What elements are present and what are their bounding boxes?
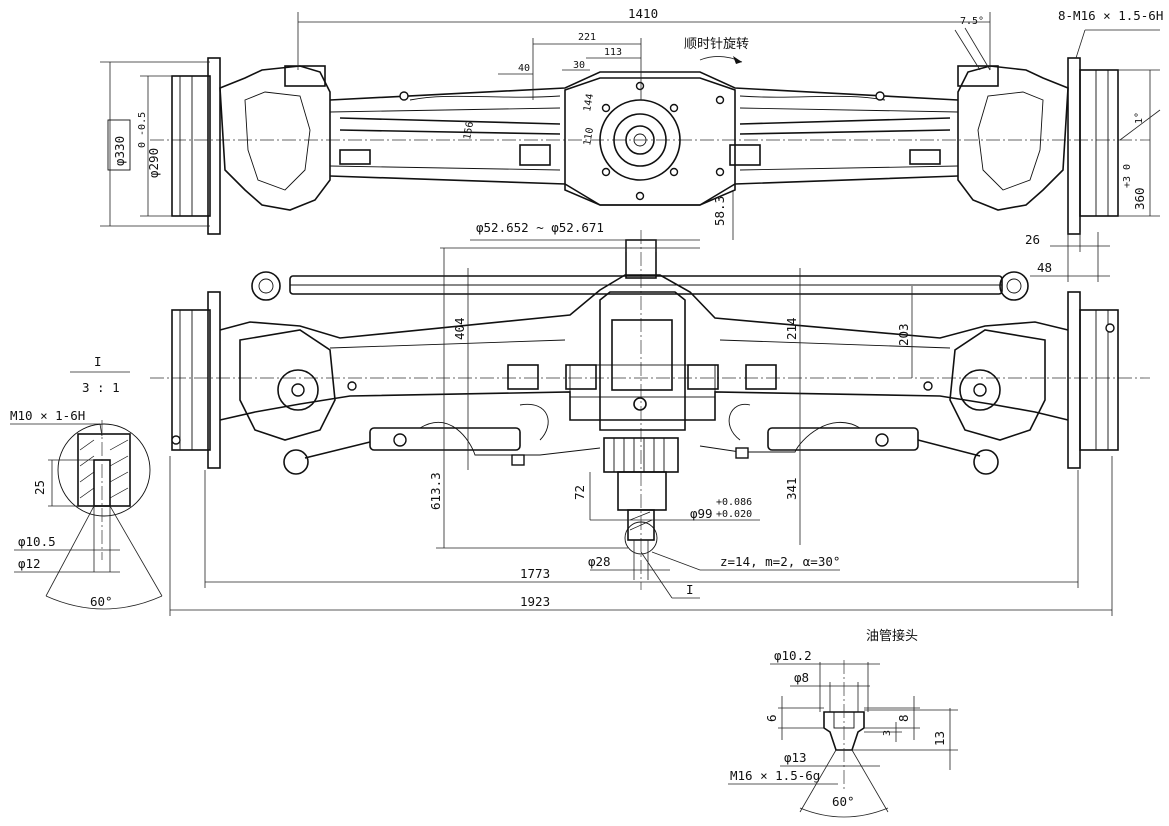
detail-dia-10-5: φ10.5: [18, 534, 56, 549]
fitting-dim-8: 8: [896, 714, 911, 722]
tol-99-upper: +0.086: [716, 497, 752, 508]
tol-dia-290: 0 -0.5: [137, 112, 148, 148]
detail-thread: M10 × 1-6H: [10, 408, 85, 423]
dim-1410: 1410: [628, 6, 658, 21]
dim-203: 203: [896, 323, 911, 346]
dim-58-3: 58.3: [712, 196, 727, 226]
tol-360: +3 0: [1122, 164, 1133, 188]
dim-214: 214: [784, 317, 799, 340]
dim-110: 110: [582, 127, 596, 147]
dim-40: 40: [518, 63, 530, 74]
fitting-angle: 60°: [832, 794, 855, 809]
dim-dia-99: φ99: [690, 506, 713, 521]
fitting-dim-13: 13: [932, 731, 947, 746]
detail-angle: 60°: [90, 594, 113, 609]
dim-1923: 1923: [520, 594, 550, 609]
dim-72: 72: [572, 485, 587, 500]
detail-label: I: [94, 354, 102, 369]
dim-48: 48: [1037, 260, 1052, 275]
dim-341: 341: [784, 477, 799, 500]
dim-angle-7-5: 7.5°: [960, 16, 984, 27]
top-view: 1410 221 113 40 30 156 144 110 顺时针旋转 7.5…: [100, 6, 1163, 282]
gear-spec: z=14, m=2, α=30°: [720, 554, 840, 569]
tol-99-lower: +0.020: [716, 509, 752, 520]
dim-144: 144: [582, 93, 596, 113]
bolt-spec: 8-M16 × 1.5-6H: [1058, 8, 1163, 23]
dim-156: 156: [462, 121, 476, 141]
fitting-title: 油管接头: [866, 628, 918, 644]
fitting-dim-6: 6: [764, 714, 779, 722]
detail-I: I 3 : 1 M10 × 1-6H 25 φ10.5 φ12 60°: [10, 354, 163, 610]
fitting-dia-8: φ8: [794, 670, 809, 685]
ref-I-marker: I: [686, 582, 694, 597]
dim-1-deg: 1°: [1134, 112, 1145, 124]
dim-shaft-dia: φ52.652 ~ φ52.671: [476, 220, 604, 235]
dim-113: 113: [604, 47, 622, 58]
rotation-note: 顺时针旋转: [684, 37, 749, 52]
dim-26: 26: [1025, 232, 1040, 247]
dim-dia-330: φ330: [112, 136, 127, 166]
fitting-dia-10-2: φ10.2: [774, 648, 812, 663]
front-view: φ52.652 ~ φ52.671 404 613.3 214 341 203 …: [150, 220, 1150, 616]
fitting-dim-3: 3: [882, 730, 893, 736]
detail-dim-25: 25: [32, 480, 47, 495]
dim-404: 404: [452, 317, 467, 340]
dim-613-3: 613.3: [428, 472, 443, 510]
dim-30: 30: [573, 60, 585, 71]
dim-221: 221: [578, 32, 596, 43]
fitting-dia-13: φ13: [784, 750, 807, 765]
fitting-detail: 油管接头 φ10.2 φ8 6 8 3 13 φ13 M16 × 1.5-6g: [728, 628, 958, 818]
dim-1773: 1773: [520, 566, 550, 581]
dim-360: 360: [1132, 187, 1147, 210]
detail-scale: 3 : 1: [82, 380, 120, 395]
dim-dia-290: φ290: [146, 148, 161, 178]
fitting-thread: M16 × 1.5-6g: [730, 768, 820, 783]
detail-dia-12: φ12: [18, 556, 41, 571]
dim-dia-28: φ28: [588, 554, 611, 569]
